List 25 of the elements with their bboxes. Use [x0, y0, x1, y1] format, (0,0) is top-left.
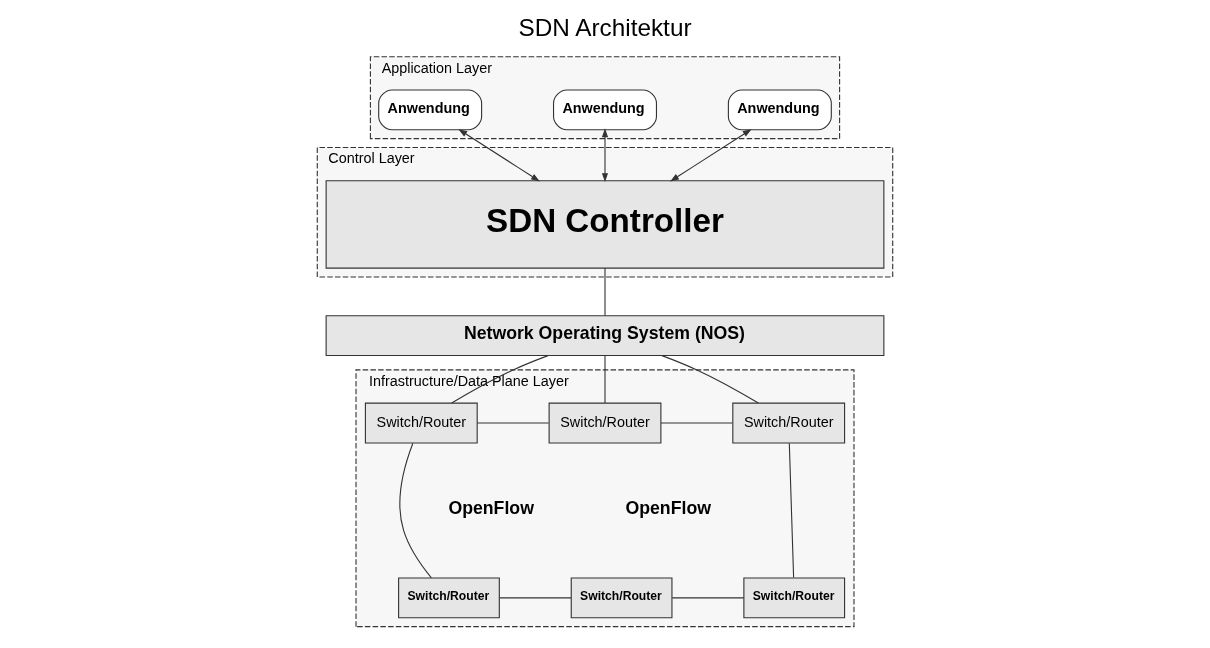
- node-box: Switch/Router: [743, 577, 846, 619]
- connector: [476, 422, 550, 424]
- connector: [604, 267, 606, 317]
- node-box: Switch/Router: [732, 402, 846, 444]
- label: OpenFlow: [448, 497, 534, 518]
- node-box: Switch/Router: [398, 577, 500, 619]
- diagram-title: SDN Architektur: [518, 14, 692, 42]
- node-box: Switch/Router: [548, 402, 662, 444]
- connector: [499, 597, 572, 599]
- arrow: [458, 129, 540, 182]
- connector: [604, 355, 606, 404]
- connector: [399, 442, 432, 579]
- connector: [671, 597, 745, 599]
- arrow: [601, 128, 609, 182]
- node-box: Network Operating System (NOS): [325, 315, 885, 357]
- connector: [660, 422, 733, 424]
- node-box: SDN Controller: [325, 180, 885, 269]
- node-box: Switch/Router: [570, 577, 673, 619]
- arrow: [670, 129, 752, 182]
- node-box: Anwendung: [727, 89, 832, 131]
- node-box: Anwendung: [378, 89, 483, 131]
- node-box: Switch/Router: [364, 402, 478, 444]
- node-box: Anwendung: [553, 89, 657, 131]
- connector: [788, 442, 795, 579]
- label: OpenFlow: [625, 497, 711, 518]
